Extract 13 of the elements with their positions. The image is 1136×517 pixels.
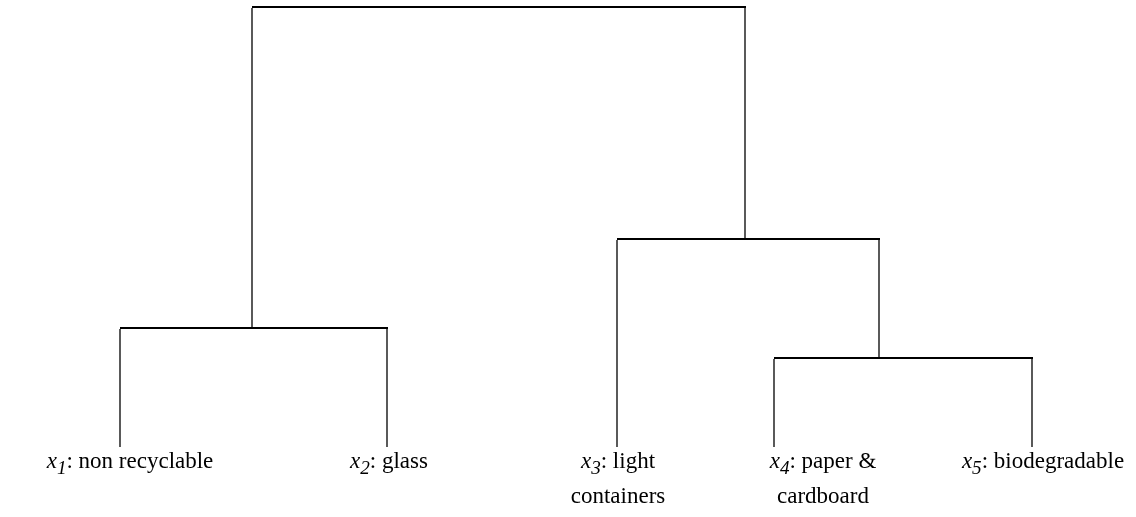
dendrogram-line (878, 239, 880, 358)
leaf-label: x$_{3}$: light containers (557, 447, 679, 510)
dendrogram-line (1031, 358, 1033, 448)
dendrogram-line (616, 239, 618, 448)
dendrogram-line (744, 7, 746, 239)
leaf-label: x$_{2}$: glass (330, 447, 448, 482)
dendrogram-line (119, 328, 121, 448)
leaf-label: x$_{5}$: biodegradable (952, 447, 1134, 482)
dendrogram-line (386, 328, 388, 448)
leaf-label: x$_{1}$: non recyclable (8, 447, 252, 482)
dendrogram-line (251, 7, 253, 328)
dendrogram-line (773, 358, 775, 448)
leaf-label: x$_{4}$: paper & cardboard (738, 447, 908, 510)
